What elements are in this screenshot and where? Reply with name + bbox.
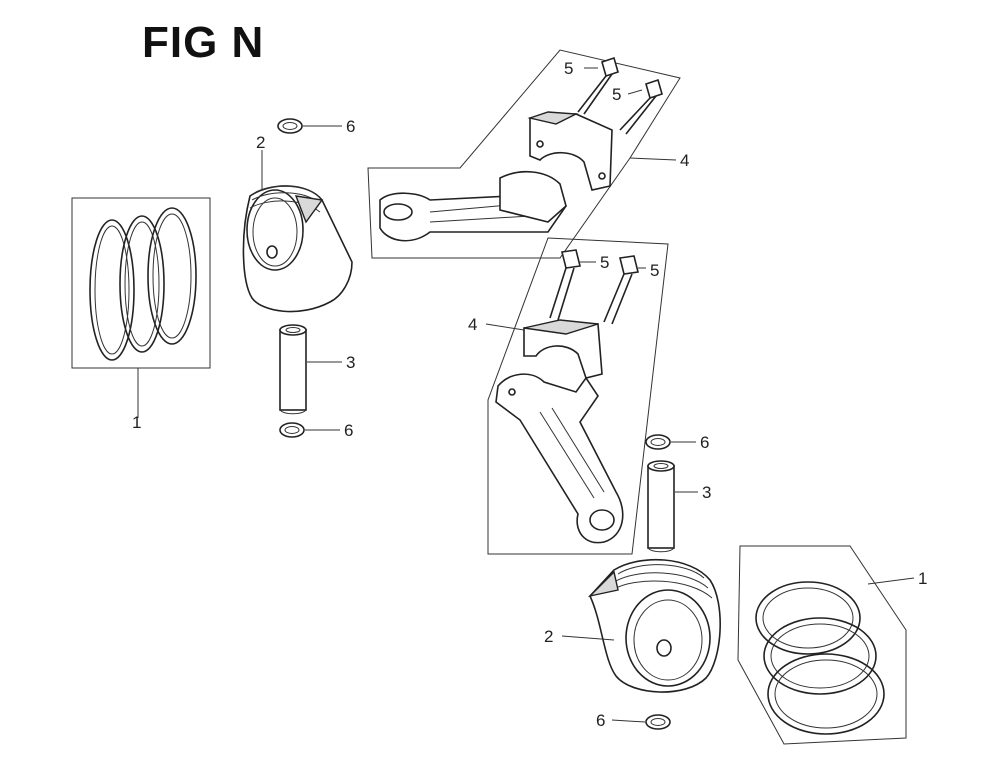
pin-clip-icon-right-bottom [611, 714, 671, 730]
callout-1-left: 1 [132, 413, 141, 432]
connecting-rod-bolt-icon-middle-b [603, 255, 646, 325]
piston-pin-icon-right [647, 460, 698, 553]
callout-6-right-top: 6 [700, 433, 709, 452]
piston-ring-set-icon-left [71, 197, 211, 418]
pin-clip-icon-left-bottom [279, 422, 340, 438]
connecting-rod-bolt-icon-middle-a [549, 249, 596, 321]
callout-1-right: 1 [918, 569, 927, 588]
callout-5-middle-b: 5 [650, 261, 659, 280]
piston-ring-set-icon-right [737, 545, 915, 745]
connecting-rod-icon-middle [487, 237, 669, 555]
piston-icon-right [561, 558, 721, 693]
callout-6-right-bottom: 6 [596, 711, 605, 730]
connecting-rod-bolt-icon-upper-b [619, 78, 663, 135]
callout-6-left-bottom: 6 [344, 421, 353, 440]
connecting-rod-bolt-icon-upper-a [577, 56, 619, 115]
callout-3-right: 3 [702, 483, 711, 502]
callout-3-left: 3 [346, 353, 355, 372]
callout-5-upper-a: 5 [564, 59, 573, 78]
figure-title: FIG N [142, 18, 265, 67]
callout-6-left-top: 6 [346, 117, 355, 136]
piston-pin-icon-left [279, 324, 342, 415]
callout-2-left: 2 [256, 133, 265, 152]
callout-4-upper: 4 [680, 151, 689, 170]
callout-4-middle: 4 [468, 315, 477, 334]
callout-5-upper-b: 5 [612, 85, 621, 104]
pin-clip-icon-right-top [645, 434, 696, 450]
connecting-rod-icon-upper [367, 49, 681, 259]
callout-5-middle-a: 5 [600, 253, 609, 272]
pin-clip-icon-left-top [277, 118, 342, 134]
callout-2-right: 2 [544, 627, 553, 646]
piston-icon-left [242, 150, 353, 313]
